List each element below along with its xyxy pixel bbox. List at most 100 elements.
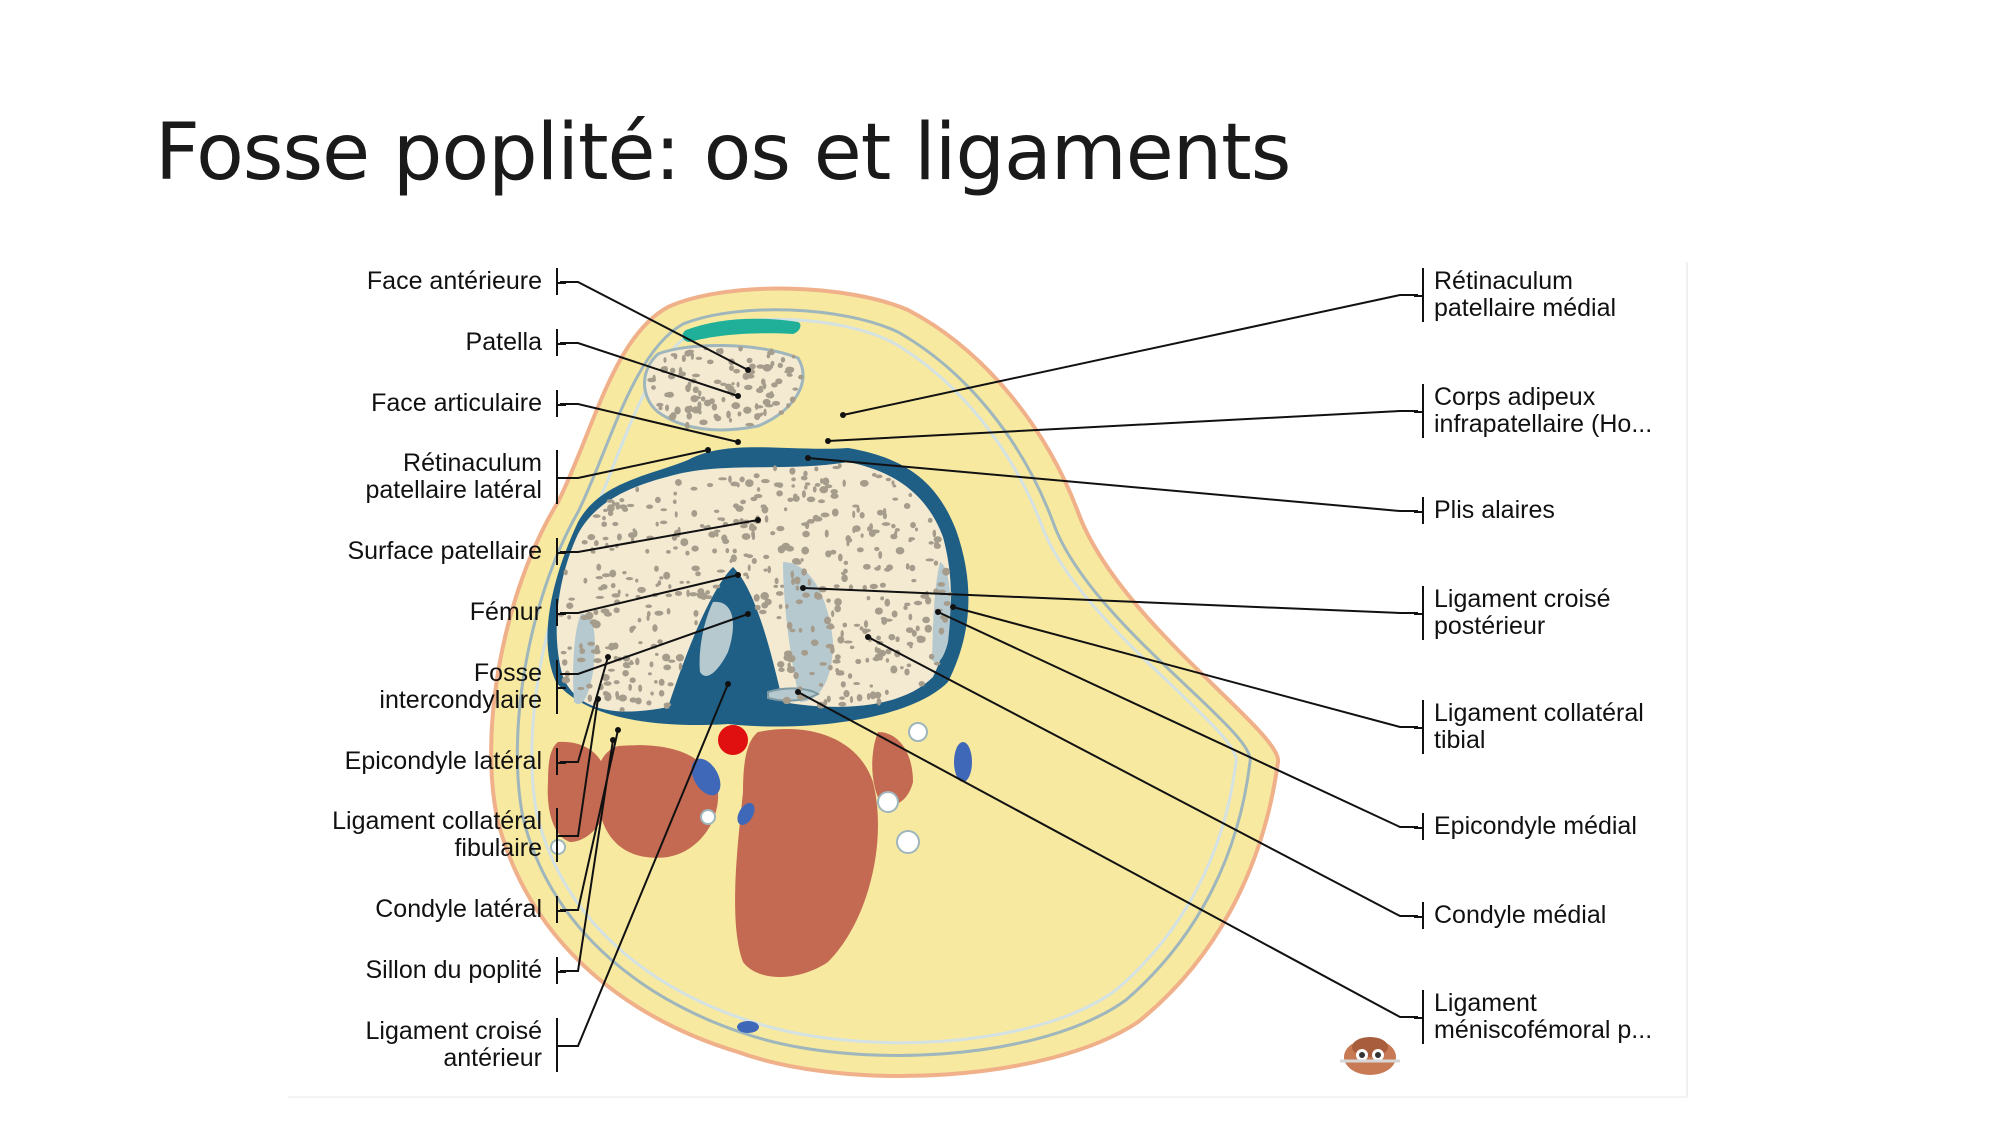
- bone-spot: [593, 540, 599, 547]
- popliteal-artery: [718, 725, 748, 755]
- bone-spot: [601, 521, 608, 527]
- bone-spot: [849, 645, 855, 650]
- bone-spot: [830, 488, 838, 495]
- bone-spot: [728, 365, 734, 371]
- bone-spot: [834, 604, 841, 613]
- bone-spot: [789, 396, 796, 403]
- leader-right-5-endpoint: [935, 609, 941, 615]
- bone-spot: [924, 624, 933, 633]
- bone-spot: [655, 521, 659, 527]
- bone-spot: [748, 524, 757, 532]
- bone-spot: [716, 569, 726, 573]
- bone-spot: [593, 658, 602, 664]
- leader-right-4-endpoint: [950, 604, 956, 610]
- bone-spot: [801, 649, 809, 656]
- bone-spot: [891, 523, 896, 529]
- bone-spot: [937, 581, 946, 587]
- bone-spot: [656, 402, 664, 407]
- bone-spot: [836, 670, 845, 674]
- bone-spot: [637, 586, 646, 593]
- bone-spot: [628, 532, 637, 539]
- bone-spot: [804, 485, 808, 490]
- bone-spot: [613, 607, 620, 614]
- bone-spot: [698, 390, 702, 397]
- bone-spot: [613, 655, 618, 661]
- bone-spot: [886, 564, 894, 571]
- bone-spot: [635, 578, 639, 583]
- bone-spot: [904, 668, 910, 676]
- bone-spot: [760, 504, 767, 509]
- bone-spot: [751, 557, 757, 565]
- bone-spot: [892, 484, 897, 488]
- bone-spot: [874, 607, 883, 615]
- bone-spot: [842, 479, 846, 487]
- bone-spot: [675, 479, 682, 486]
- bone-spot: [711, 403, 718, 411]
- bone-spot: [626, 503, 635, 508]
- bone-spot: [765, 392, 775, 399]
- label-surface-patellaire: Surface patellaire: [347, 538, 566, 565]
- bone-spot: [733, 518, 740, 524]
- bone-spot: [801, 568, 807, 576]
- bone-spot: [740, 523, 748, 529]
- knee-cross-section-illustration: [489, 281, 1418, 1078]
- bone-spot: [860, 533, 864, 538]
- bone-spot: [754, 494, 763, 499]
- bone-spot: [654, 680, 658, 684]
- bone-spot: [787, 497, 794, 502]
- bone-spot: [760, 592, 770, 600]
- bone-spot: [943, 601, 951, 606]
- bone-spot: [885, 648, 892, 655]
- bone-spot: [839, 696, 845, 700]
- bone-spot: [776, 525, 785, 532]
- leader-right-5: [937, 611, 1418, 828]
- bone-spot: [663, 357, 667, 363]
- bone-spot: [721, 534, 728, 542]
- bone-spot: [859, 511, 865, 519]
- leader-left-8: [560, 698, 599, 837]
- bone-spot: [721, 396, 726, 403]
- bone-spot: [916, 638, 925, 643]
- bone-spot: [611, 501, 616, 507]
- bone-spot: [694, 620, 698, 626]
- bone-spot: [869, 691, 877, 700]
- leader-left-5: [560, 574, 739, 614]
- semitendinosus-tendon: [877, 791, 899, 813]
- bone-spot: [874, 566, 881, 571]
- bone-spot: [910, 522, 916, 529]
- bone-spot: [932, 529, 937, 538]
- bone-spot: [663, 702, 672, 707]
- bone-spot: [856, 506, 860, 513]
- bone-spot: [832, 465, 841, 470]
- bone-spot: [567, 615, 572, 620]
- bone-spot: [715, 531, 719, 537]
- bone-spot: [630, 625, 635, 632]
- bone-spot: [660, 508, 668, 512]
- bone-spot: [826, 598, 831, 603]
- bone-spot: [687, 381, 692, 389]
- label-plis-alaires: Plis alaires: [1414, 497, 1555, 524]
- bone-spot: [595, 595, 605, 599]
- bone-spot: [604, 611, 612, 617]
- slide-title: Fosse poplité: os et ligaments: [155, 108, 1291, 198]
- bone-spot: [875, 647, 882, 654]
- bone-spot: [776, 616, 782, 620]
- bone-spot: [733, 368, 741, 374]
- bone-spot: [906, 641, 914, 646]
- bone-spot: [567, 646, 572, 650]
- leader-right-3-endpoint: [800, 585, 806, 591]
- bone-spot: [747, 564, 751, 572]
- bone-spot: [618, 504, 628, 510]
- bone-spot: [764, 515, 769, 523]
- bone-spot: [852, 526, 856, 534]
- bone-spot: [739, 476, 745, 483]
- bone-spot: [699, 419, 708, 426]
- leader-left-6-endpoint: [745, 611, 751, 617]
- biceps-femoris: [547, 741, 610, 842]
- bone-spot: [791, 354, 796, 359]
- bone-spot: [616, 533, 622, 541]
- bone-spot: [709, 398, 715, 405]
- popliteal-vein: [691, 758, 721, 796]
